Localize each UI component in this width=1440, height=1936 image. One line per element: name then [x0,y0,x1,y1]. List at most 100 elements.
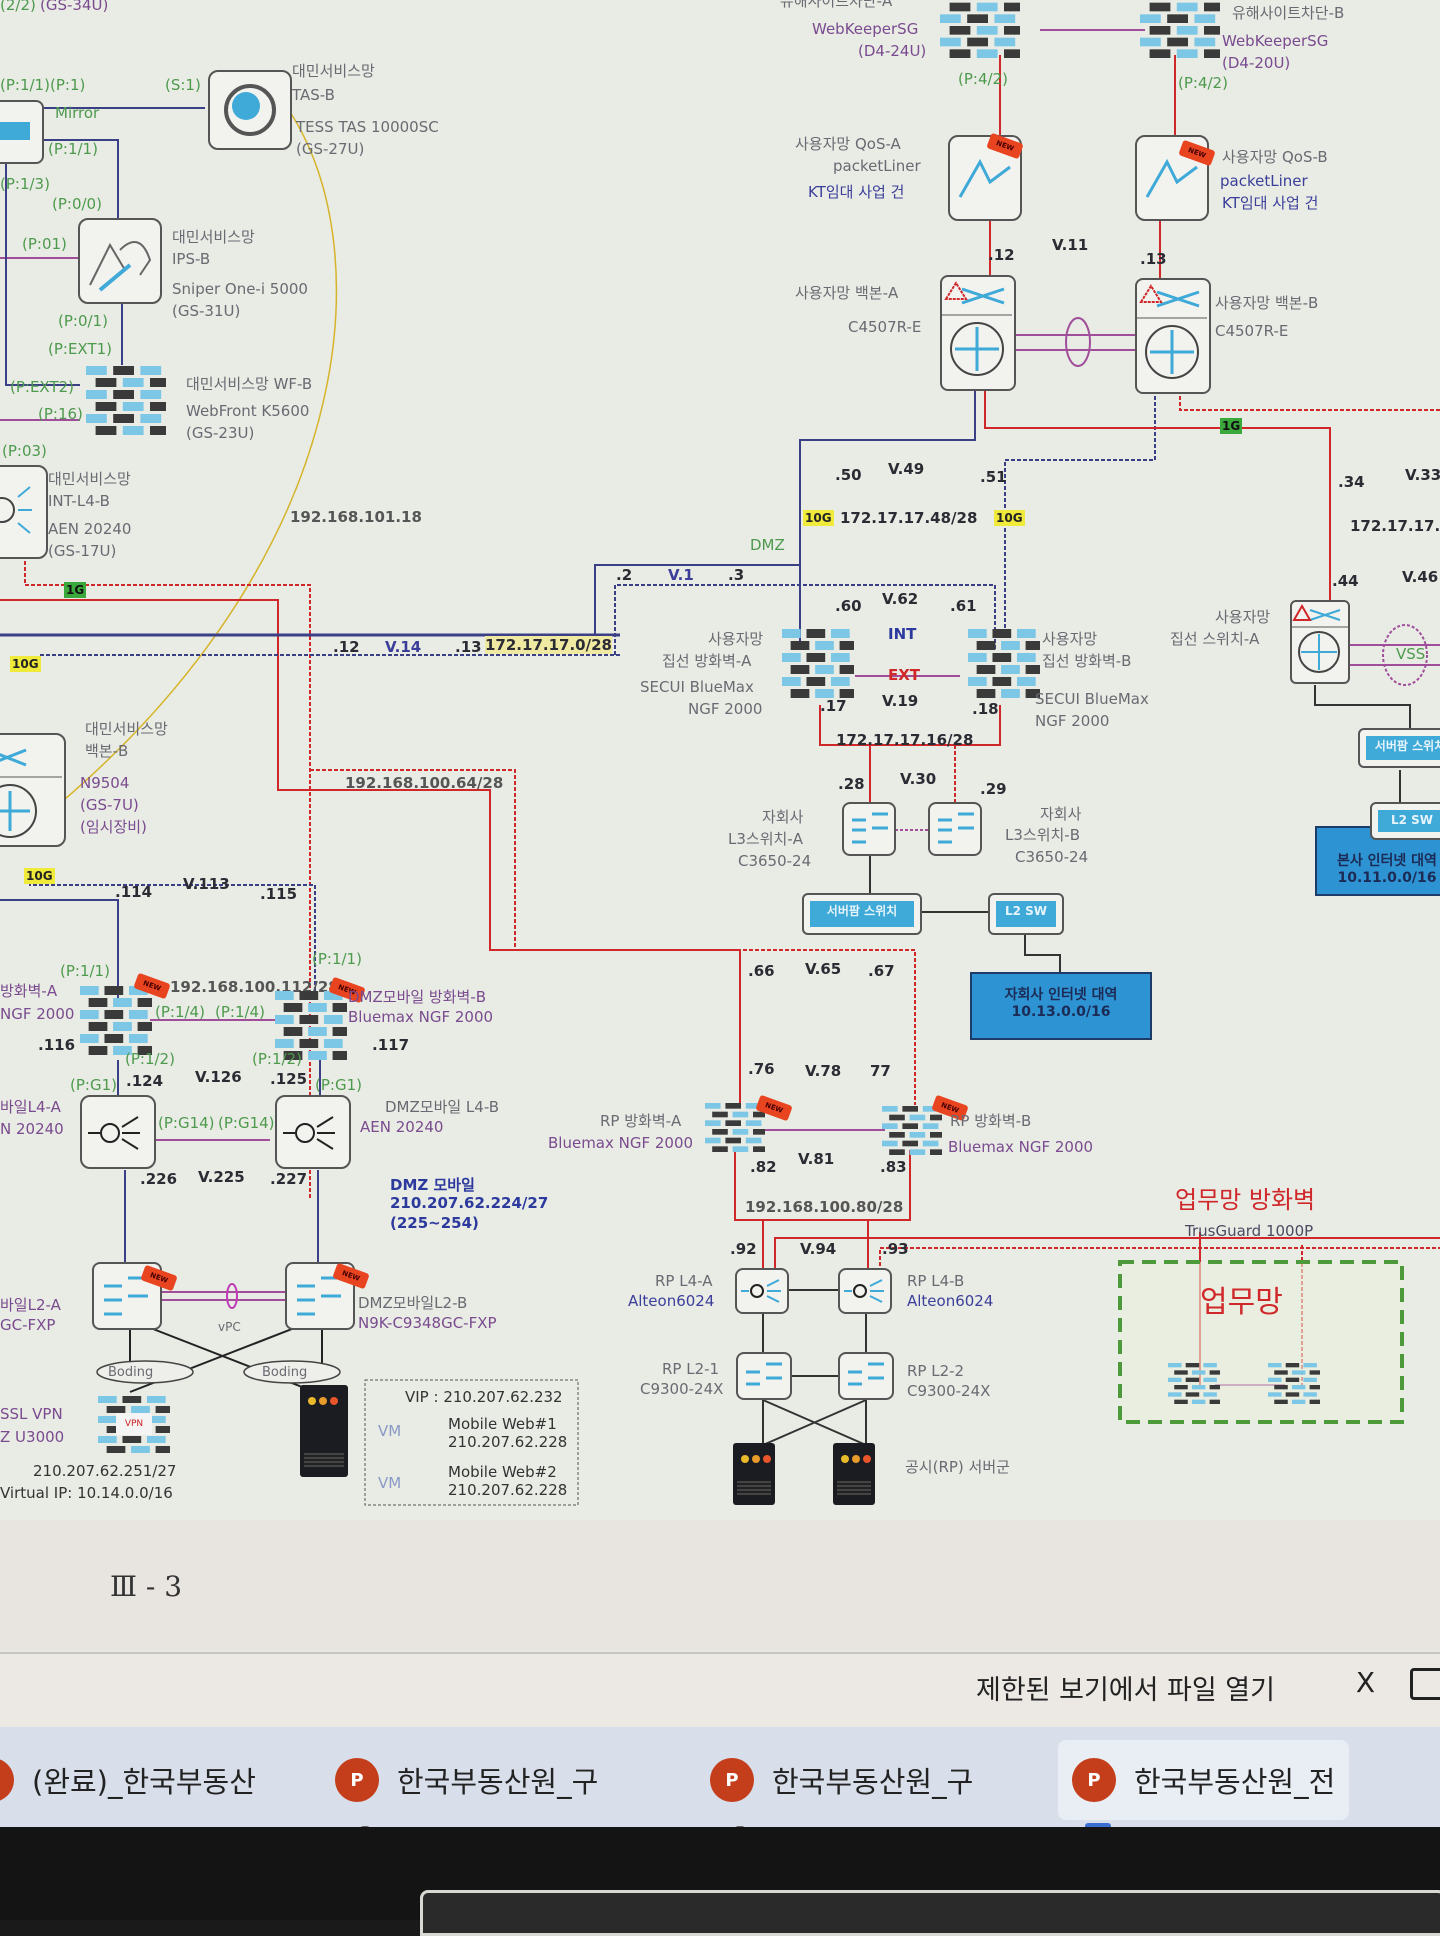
agg-switch-name1: 사용자망 [1215,608,1271,626]
speed-badge-10g: 10G [994,510,1025,526]
dmz-fw-a-ip: .116 [38,1036,76,1054]
taskbar-item-label: (완료)_한국부동산 [32,1765,256,1799]
taskbar-item-2[interactable]: P 한국부동산원_구 [335,1740,598,1820]
link-rp-business-b [879,1247,1440,1272]
business-fw-a-icon[interactable] [1168,1362,1224,1406]
vss-label: VSS [1396,645,1426,663]
link-v19 [819,705,1001,746]
v33-left-ip: .34 [1338,473,1365,491]
mobile-web2-name: Mobile Web#2 [448,1463,557,1481]
protected-view-message[interactable]: 제한된 보기에서 파일 열기 [976,1675,1275,1706]
mobile-web-server[interactable] [300,1385,348,1477]
link-l4-1g-b [0,599,740,951]
user-backbone-a[interactable] [940,275,1016,391]
v30-vlan: V.30 [900,770,937,788]
user-fw-b-icon[interactable] [968,628,1045,700]
business-zone-box [1118,1260,1404,1424]
v65-right-ip: .67 [868,962,895,980]
v113-right-ip: .115 [260,885,298,903]
switch-icon [938,812,974,844]
vpc-label: vPC [218,1320,241,1334]
rp-l2-2-model: C9300-24X [907,1382,991,1400]
user-fw-a-icon[interactable] [782,628,859,700]
user-bb-a-model: C4507R-E [848,318,922,336]
rp-l4-a-device[interactable] [735,1268,789,1314]
rp-fw-b-icon[interactable] [882,1105,946,1157]
v94-left-ip: .92 [730,1240,757,1258]
int-zone-label: INT [888,625,917,643]
webkeeper-b-firewall-icon[interactable] [1140,0,1225,60]
civil-switch-partial[interactable] [0,100,44,164]
waf-title: 대민서비스망 WF-B [186,375,313,393]
powerpoint-icon: P [1072,1758,1116,1802]
comment-icon[interactable] [1410,1668,1440,1700]
server-leds [841,1455,871,1463]
v78-right-ip: 77 [870,1062,891,1080]
taskbar-item-1[interactable]: P (완료)_한국부동산 [0,1740,256,1820]
bonding-label-b: Boding [262,1365,308,1380]
wk-b-name: 유해사이트차단-B [1232,4,1345,22]
user-bb-b-model: C4507R-E [1215,322,1289,340]
subsidiary-l2-switch[interactable]: L2 SW [988,893,1064,935]
dmz-zone-range: (225~254) [390,1214,479,1232]
dmz-l2-b-name: DMZ모바일L2-B [358,1294,468,1312]
subsidiary-l3-switch-a[interactable] [842,802,896,856]
hq-l2-switch[interactable]: L2 SW [1370,802,1440,840]
v14-vlan: V.14 [385,638,422,656]
top-port-label: (2/2) [0,0,36,14]
rp-server-1[interactable] [733,1443,775,1505]
powerpoint-icon: P [335,1758,379,1802]
slide-page-label: Ⅲ - 3 [110,1570,183,1603]
subsidiary-internet-subnet: 10.13.0.0/16 [1011,1004,1111,1020]
user-fw-a-name2: 집선 방화벽-A [662,652,752,670]
subsidiary-l3-switch-b[interactable] [928,802,982,856]
rp-l2-1-switch[interactable] [736,1352,792,1400]
wk-b-rack: (D4-20U) [1222,54,1291,72]
powerpoint-icon: P [710,1758,754,1802]
firewall-brick-icon [1140,2,1225,58]
protected-view-bar [0,1652,1440,1729]
link-rp-business [774,1237,1440,1272]
civil-backbone-device[interactable] [0,733,66,847]
dmz-l4-a-device[interactable] [80,1095,156,1169]
business-fw-b-icon[interactable] [1268,1362,1324,1406]
link-bba-fw [799,390,976,630]
waf-model: WebFront K5600 [186,402,310,420]
dmz-fw-b-icon[interactable] [275,990,352,1062]
ips-device[interactable] [78,218,162,304]
close-icon[interactable]: X [1355,1666,1375,1699]
mobile-web1-name: Mobile Web#1 [448,1415,557,1433]
qos-a-name: 사용자망 QoS-A [795,135,901,153]
webkeeper-a-firewall-icon[interactable] [940,0,1025,60]
subsidiary-serverfarm-switch[interactable]: 서버팜 스위치 [802,893,922,935]
dmz-l4-b-device[interactable] [275,1095,351,1169]
taskbar-item-label: 한국부동산원_구 [772,1765,974,1799]
dmz-fw-a-icon[interactable] [80,985,157,1057]
user-agg-switch-a[interactable] [1290,600,1350,684]
rp-fw-a-icon[interactable] [705,1102,769,1154]
taskbar-item-3[interactable]: P 한국부동산원_구 [710,1740,973,1820]
rp-l4-b-device[interactable] [838,1268,892,1314]
ips-icon [89,241,152,292]
server-vents [837,1481,871,1495]
user-backbone-b[interactable] [1135,278,1211,394]
link-bbb-fw [1004,390,1156,630]
v62-vlan: V.62 [882,590,919,608]
taskbar-item-4-active[interactable]: P 한국부동산원_전 [1058,1740,1350,1820]
link-v113-b [0,899,119,1000]
ssl-vpn-name: SSL VPN [0,1405,63,1423]
user-bb-a-name: 사용자망 백본-A [795,284,899,302]
v65-left-ip: .66 [748,962,775,980]
tas-device[interactable] [208,70,292,150]
rp-l2-2-switch[interactable] [838,1352,894,1400]
rp-server-2[interactable] [833,1443,875,1505]
waf-firewall-icon[interactable] [86,365,171,437]
agg-switch-name2: 집선 스위치-A [1170,630,1260,648]
v19-left-ip: .17 [820,697,847,715]
ext-zone-label: EXT [888,666,921,684]
dmz-l4-a-name: 바일L4-A [0,1098,61,1116]
int-l4-device[interactable] [0,465,48,559]
tas-rack: (GS-27U) [296,140,365,158]
hq-serverfarm-switch[interactable]: 서버팜 스위치 [1358,728,1440,768]
ssl-vpn-device[interactable]: VPN [98,1395,175,1455]
